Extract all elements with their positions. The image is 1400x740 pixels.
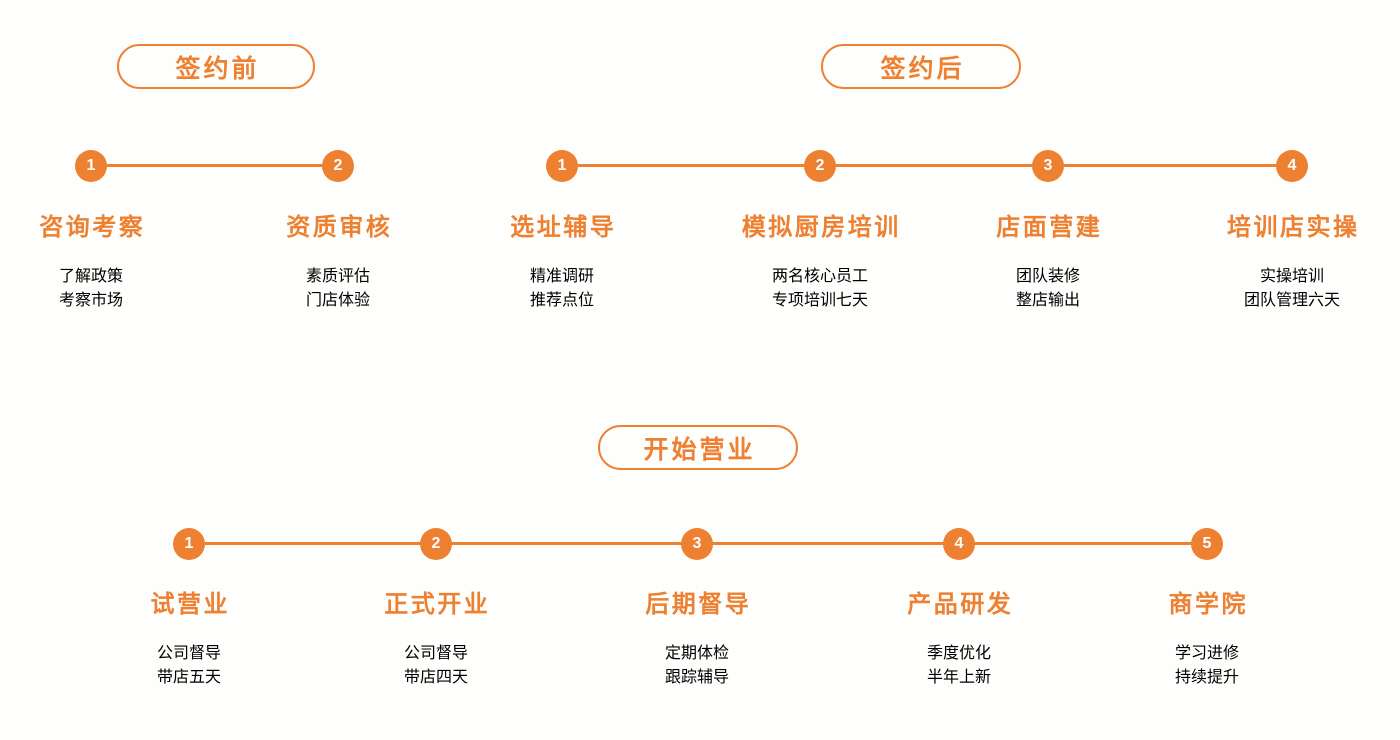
step-title: 选址辅导	[510, 214, 617, 241]
step-desc-line: 团队装修	[1015, 268, 1080, 285]
step-desc-line: 两名核心员工	[771, 268, 868, 285]
step-desc-line: 公司督导	[156, 645, 221, 662]
timeline-step-4: 产品研发 季度优化 半年上新	[868, 593, 1050, 703]
timeline-step-2: 资质审核 素质评估 门店体验	[247, 216, 429, 326]
step-desc-line: 持续提升	[1174, 669, 1239, 686]
step-desc-line: 了解政策	[58, 268, 123, 285]
timeline-node-4[interactable]: 4	[943, 528, 975, 560]
timeline-step-1: 咨询考察 了解政策 考察市场	[0, 216, 182, 326]
timeline-node-3[interactable]: 3	[1032, 150, 1064, 182]
timeline-node-2[interactable]: 2	[420, 528, 452, 560]
timeline-step-2: 正式开业 公司督导 带店四天	[345, 593, 527, 703]
step-desc-line: 推荐点位	[529, 292, 594, 309]
step-title: 正式开业	[384, 591, 491, 618]
step-title: 后期督导	[645, 591, 752, 618]
timeline-node-1[interactable]: 1	[75, 150, 107, 182]
step-desc-line: 半年上新	[926, 669, 991, 686]
step-desc-line: 门店体验	[305, 292, 370, 309]
timeline-step-3: 店面营建 团队装修 整店输出	[957, 216, 1139, 326]
step-desc-line: 整店输出	[1015, 292, 1080, 309]
timeline-node-5[interactable]: 5	[1191, 528, 1223, 560]
step-desc-line: 定期体检	[664, 645, 729, 662]
timeline-rail	[562, 164, 1292, 167]
step-desc-line: 季度优化	[926, 645, 991, 662]
group-badge-post-signing: 签约后	[821, 44, 1021, 89]
step-desc-line: 团队管理六天	[1243, 292, 1340, 309]
timeline-step-1: 试营业 公司督导 带店五天	[98, 593, 280, 703]
timeline-group-post-signing: 1 选址辅导 精准调研 推荐点位 2 模拟厨房培训 两名核心员工 专项培训七天 …	[0, 0, 1400, 340]
step-title: 模拟厨房培训	[741, 214, 901, 241]
timeline-node-3[interactable]: 3	[681, 528, 713, 560]
timeline-node-1[interactable]: 1	[546, 150, 578, 182]
timeline-node-1[interactable]: 1	[173, 528, 205, 560]
timeline-step-1: 选址辅导 精准调研 推荐点位	[471, 216, 653, 326]
timeline-group-pre-signing: 1 咨询考察 了解政策 考察市场 2 资质审核 素质评估 门店体验	[0, 0, 1400, 340]
timeline-step-3: 后期督导 定期体检 跟踪辅导	[606, 593, 788, 703]
timeline-step-4: 培训店实操 实操培训 团队管理六天	[1199, 216, 1385, 326]
group-badge-pre-signing: 签约前	[117, 44, 315, 89]
step-desc-line: 跟踪辅导	[664, 669, 729, 686]
step-title: 试营业	[150, 591, 230, 618]
timeline-step-5: 商学院 学习进修 持续提升	[1116, 593, 1298, 703]
step-desc-line: 带店四天	[403, 669, 468, 686]
timeline-node-2[interactable]: 2	[804, 150, 836, 182]
timeline-node-4[interactable]: 4	[1276, 150, 1308, 182]
step-title: 资质审核	[286, 214, 393, 241]
step-desc-line: 专项培训七天	[771, 292, 868, 309]
step-title: 产品研发	[907, 591, 1014, 618]
timeline-node-2[interactable]: 2	[322, 150, 354, 182]
step-desc-line: 精准调研	[529, 268, 594, 285]
step-title: 店面营建	[996, 214, 1103, 241]
step-desc-line: 学习进修	[1174, 645, 1239, 662]
timeline-step-2: 模拟厨房培训 两名核心员工 专项培训七天	[720, 216, 920, 326]
step-desc-line: 实操培训	[1259, 268, 1324, 285]
step-desc-line: 素质评估	[305, 268, 370, 285]
step-title: 商学院	[1168, 591, 1248, 618]
timeline-rail	[91, 164, 338, 167]
step-desc-line: 带店五天	[156, 669, 221, 686]
step-desc-line: 考察市场	[58, 292, 123, 309]
step-title: 咨询考察	[39, 214, 146, 241]
step-desc-line: 公司督导	[403, 645, 468, 662]
group-badge-open-business: 开始营业	[598, 425, 798, 470]
step-title: 培训店实操	[1227, 214, 1360, 241]
